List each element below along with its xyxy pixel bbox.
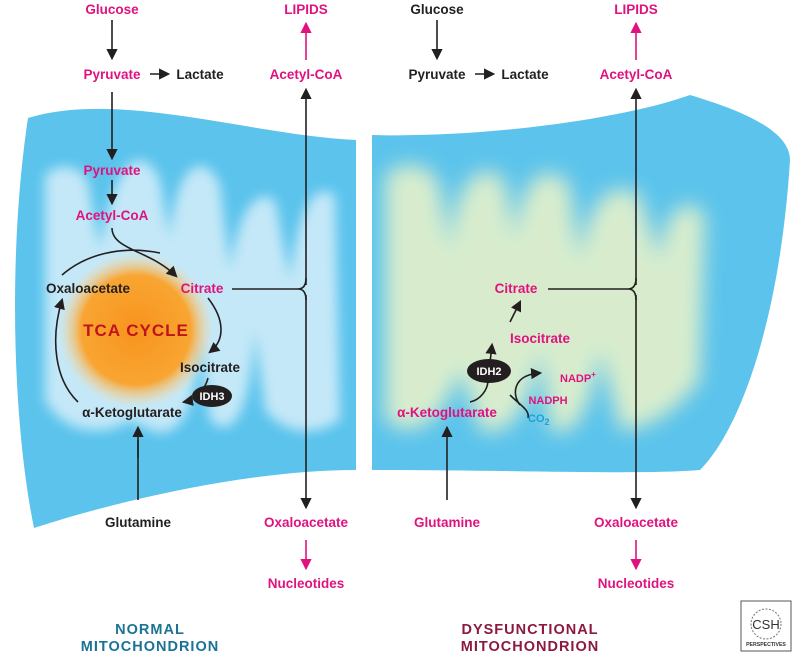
tca-cycle-core xyxy=(58,252,214,408)
dys-lactate-label: Lactate xyxy=(501,67,549,82)
normal-labels: Glucose Pyruvate Lactate LIPIDS Acetyl-C… xyxy=(46,2,349,655)
dysfunctional-mito-cristae xyxy=(385,164,705,433)
dys-caption-line2: MITOCHONDRION xyxy=(461,639,599,655)
normal-lactate-label: Lactate xyxy=(176,67,224,82)
dys-nucleotides-label: Nucleotides xyxy=(598,576,675,591)
dys-glutamine-label: Glutamine xyxy=(414,515,481,530)
dys-pyruvate-label: Pyruvate xyxy=(408,67,466,82)
normal-caption-line1: NORMAL xyxy=(115,622,185,638)
normal-acetylcoa-mito-label: Acetyl-CoA xyxy=(76,208,149,223)
normal-lipids-label: LIPIDS xyxy=(284,2,328,17)
normal-glucose-label: Glucose xyxy=(85,2,139,17)
normal-oxaloacetate-out-label: Oxaloacetate xyxy=(264,515,349,530)
co2-label: CO2 xyxy=(528,413,550,427)
csh-perspectives-logo: CSH PERSPECTIVES xyxy=(740,600,792,652)
nadp-label: NADP+ xyxy=(560,370,596,385)
d-arrow-isocitrate-to-citrate xyxy=(509,299,522,323)
normal-arrows xyxy=(54,20,312,571)
idh2-label: IDH2 xyxy=(476,366,501,378)
arc-oxaloacetate-to-citrate xyxy=(61,249,161,276)
normal-nucleotides-label: Nucleotides xyxy=(268,576,345,591)
idh2-badge xyxy=(467,359,511,383)
normal-akg-label: α-Ketoglutarate xyxy=(82,405,182,420)
tca-cycle-label: TCA CYCLE xyxy=(83,321,189,340)
logo-bottom-text: PERSPECTIVES xyxy=(746,642,786,648)
dys-glucose-label: Glucose xyxy=(410,2,464,17)
arrow-akg-to-oxaloacetate xyxy=(54,297,79,403)
dys-oxaloacetate-out-label: Oxaloacetate xyxy=(594,515,679,530)
normal-pyruvate-mito-label: Pyruvate xyxy=(83,163,141,178)
dys-lipids-label: LIPIDS xyxy=(614,2,658,17)
dysfunctional-arrows xyxy=(431,20,642,571)
normal-pyruvate-label: Pyruvate xyxy=(83,67,141,82)
normal-isocitrate-label: Isocitrate xyxy=(180,360,241,375)
dys-isocitrate-label: Isocitrate xyxy=(510,331,571,346)
dys-citrate-label: Citrate xyxy=(495,281,538,296)
normal-oxaloacetate-cycle-label: Oxaloacetate xyxy=(46,281,131,296)
dys-caption-line1: DYSFUNCTIONAL xyxy=(461,622,598,638)
normal-glutamine-label: Glutamine xyxy=(105,515,172,530)
idh3-label: IDH3 xyxy=(199,391,224,403)
arrow-citrate-to-isocitrate xyxy=(207,297,222,354)
dys-acetylcoa-cyto-label: Acetyl-CoA xyxy=(600,67,673,82)
normal-citrate-label: Citrate xyxy=(181,281,224,296)
normal-acetylcoa-cyto-label: Acetyl-CoA xyxy=(270,67,343,82)
d-arc-co2 xyxy=(509,394,530,419)
idh3-badge xyxy=(192,385,232,407)
dys-akg-label: α-Ketoglutarate xyxy=(397,405,497,420)
logo-top-text: CSH xyxy=(752,617,779,632)
normal-caption-line2: MITOCHONDRION xyxy=(81,639,219,655)
nadph-label: NADPH xyxy=(528,395,567,407)
dysfunctional-labels: Glucose Pyruvate Lactate LIPIDS Acetyl-C… xyxy=(397,2,678,655)
